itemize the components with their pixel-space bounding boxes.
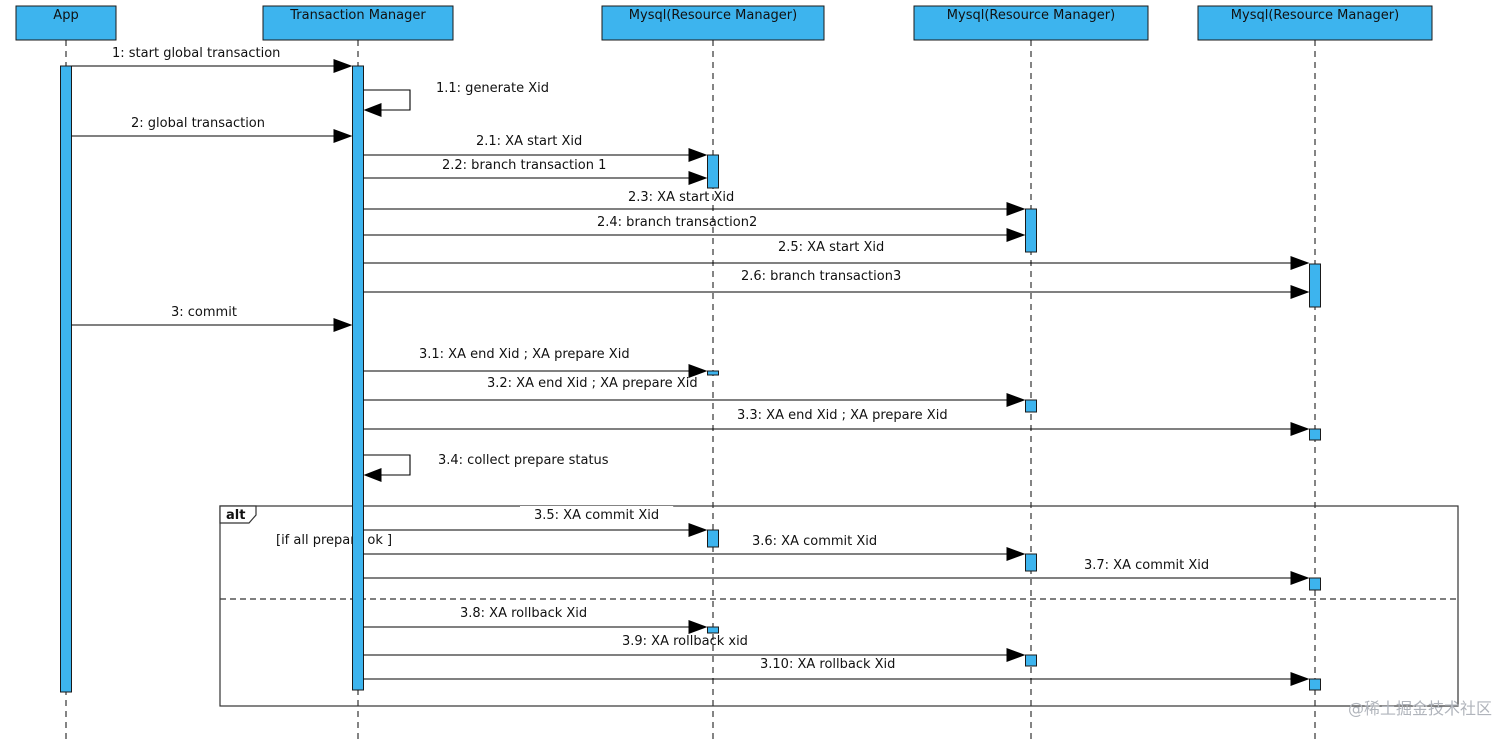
message-label: 3.7: XA commit Xid: [1084, 558, 1209, 573]
arrowhead-icon: [1006, 648, 1026, 662]
messages-layer: 1: start global transaction 1.1: generate…: [71, 46, 1310, 686]
message-label: 1: start global transaction: [112, 46, 280, 61]
message-0: 1: start global transaction: [71, 46, 353, 73]
watermark: @稀土掘金技术社区: [1347, 699, 1492, 718]
message-10: 3.1: XA end Xid ; XA prepare Xid: [363, 347, 708, 378]
arrowhead-icon: [1006, 547, 1026, 561]
arrowhead-icon: [333, 59, 353, 73]
arrowhead-icon: [1290, 571, 1310, 585]
message-18: 3.9: XA rollback xid: [363, 634, 1026, 662]
arrowhead-icon: [1290, 256, 1310, 270]
message-label: 2: global transaction: [131, 116, 265, 131]
arrowhead-icon: [688, 171, 708, 185]
activation-bar-rm1: [707, 626, 719, 634]
message-3: 2.1: XA start Xid: [363, 134, 708, 162]
message-6: 2.4: branch transaction2: [363, 215, 1026, 242]
message-label: 3.10: XA rollback Xid: [760, 657, 895, 672]
arrowhead-icon: [688, 148, 708, 162]
message-7: 2.5: XA start Xid: [363, 240, 1310, 270]
arrowhead-icon: [363, 103, 382, 117]
arrowhead-icon: [1006, 393, 1026, 407]
message-4: 2.2: branch transaction 1: [363, 158, 708, 185]
message-label: 2.5: XA start Xid: [778, 240, 884, 255]
alt-operator-label: alt: [226, 508, 245, 523]
arrowhead-icon: [688, 620, 708, 634]
message-11: 3.2: XA end Xid ; XA prepare Xid: [363, 376, 1026, 407]
arrowhead-icon: [1006, 228, 1026, 242]
message-17: 3.8: XA rollback Xid: [363, 606, 708, 634]
participant-box-rm2: [913, 5, 1149, 41]
self-message-line: [363, 454, 411, 476]
arrowhead-icon: [1290, 422, 1310, 436]
message-label: 3.5: XA commit Xid: [534, 508, 659, 523]
message-8: 2.6: branch transaction3: [363, 269, 1310, 299]
arrowhead-icon: [363, 468, 382, 482]
participant-box-app: [15, 5, 117, 41]
participants-layer: App Transaction Manager Mysql(Resource Man…: [15, 5, 1433, 41]
arrowhead-icon: [333, 318, 353, 332]
message-label: 2.3: XA start Xid: [628, 190, 734, 205]
message-label: 2.6: branch transaction3: [741, 269, 901, 284]
message-12: 3.3: XA end Xid ; XA prepare Xid: [363, 408, 1310, 436]
message-label: 3.3: XA end Xid ; XA prepare Xid: [737, 408, 948, 423]
activation-bar-rm2: [1025, 208, 1037, 253]
alt-guard-label: [if all prepare ok ]: [276, 533, 392, 548]
message-9: 3: commit: [71, 305, 353, 332]
message-label: 2.4: branch transaction2: [597, 215, 757, 230]
participant-label-app: App: [53, 8, 78, 23]
activation-bar-rm2: [1025, 654, 1037, 667]
arrowhead-icon: [688, 364, 708, 378]
message-label: 2.1: XA start Xid: [476, 134, 582, 149]
arrowhead-icon: [333, 129, 353, 143]
arrowhead-icon: [688, 523, 708, 537]
message-1: 1.1: generate Xid: [363, 81, 549, 117]
message-label: 2.2: branch transaction 1: [442, 158, 606, 173]
message-label: 3.8: XA rollback Xid: [460, 606, 587, 621]
activation-bar-tm: [352, 65, 364, 691]
message-label: 3.4: collect prepare status: [438, 453, 609, 468]
activation-bar-rm2: [1025, 399, 1037, 413]
message-13: 3.4: collect prepare status: [363, 453, 609, 482]
participant-label-rm2: Mysql(Resource Manager): [947, 8, 1115, 23]
participant-box-rm1: [601, 5, 825, 41]
participant-label-rm3: Mysql(Resource Manager): [1231, 8, 1399, 23]
self-message-line: [363, 89, 411, 111]
activation-bar-rm3: [1309, 428, 1321, 441]
activations-layer: [60, 65, 1321, 693]
participant-box-tm: [262, 5, 454, 41]
message-16: 3.7: XA commit Xid: [363, 558, 1310, 585]
message-15: 3.6: XA commit Xid: [363, 534, 1026, 561]
message-label: 3.1: XA end Xid ; XA prepare Xid: [419, 347, 630, 362]
arrowhead-icon: [1290, 672, 1310, 686]
label-background: [520, 506, 674, 525]
alt-fragment-frame: [219, 505, 1459, 707]
participant-box-rm3: [1197, 5, 1433, 41]
message-label: 3.2: XA end Xid ; XA prepare Xid: [487, 376, 698, 391]
activation-bar-rm1: [707, 529, 719, 548]
activation-bar-rm3: [1309, 577, 1321, 591]
activation-bar-rm1: [707, 154, 719, 189]
participant-label-rm1: Mysql(Resource Manager): [629, 8, 797, 23]
participant-label-tm: Transaction Manager: [289, 8, 426, 23]
message-label: 3.6: XA commit Xid: [752, 534, 877, 549]
alt-fragment-tab: [219, 505, 257, 524]
message-5: 2.3: XA start Xid: [363, 190, 1026, 216]
activation-bar-rm2: [1025, 553, 1037, 572]
message-19: 3.10: XA rollback Xid: [363, 657, 1310, 686]
activation-bar-app: [60, 65, 72, 693]
arrowhead-icon: [1290, 285, 1310, 299]
message-label: 3: commit: [171, 305, 237, 320]
arrowhead-icon: [1006, 202, 1026, 216]
activation-bar-rm1: [707, 370, 719, 376]
message-label: 1.1: generate Xid: [436, 81, 549, 96]
message-2: 2: global transaction: [71, 116, 353, 143]
message-14: 3.5: XA commit Xid: [363, 506, 708, 537]
activation-bar-rm3: [1309, 263, 1321, 308]
message-label: 3.9: XA rollback xid: [622, 634, 748, 649]
activation-bar-rm3: [1309, 678, 1321, 691]
